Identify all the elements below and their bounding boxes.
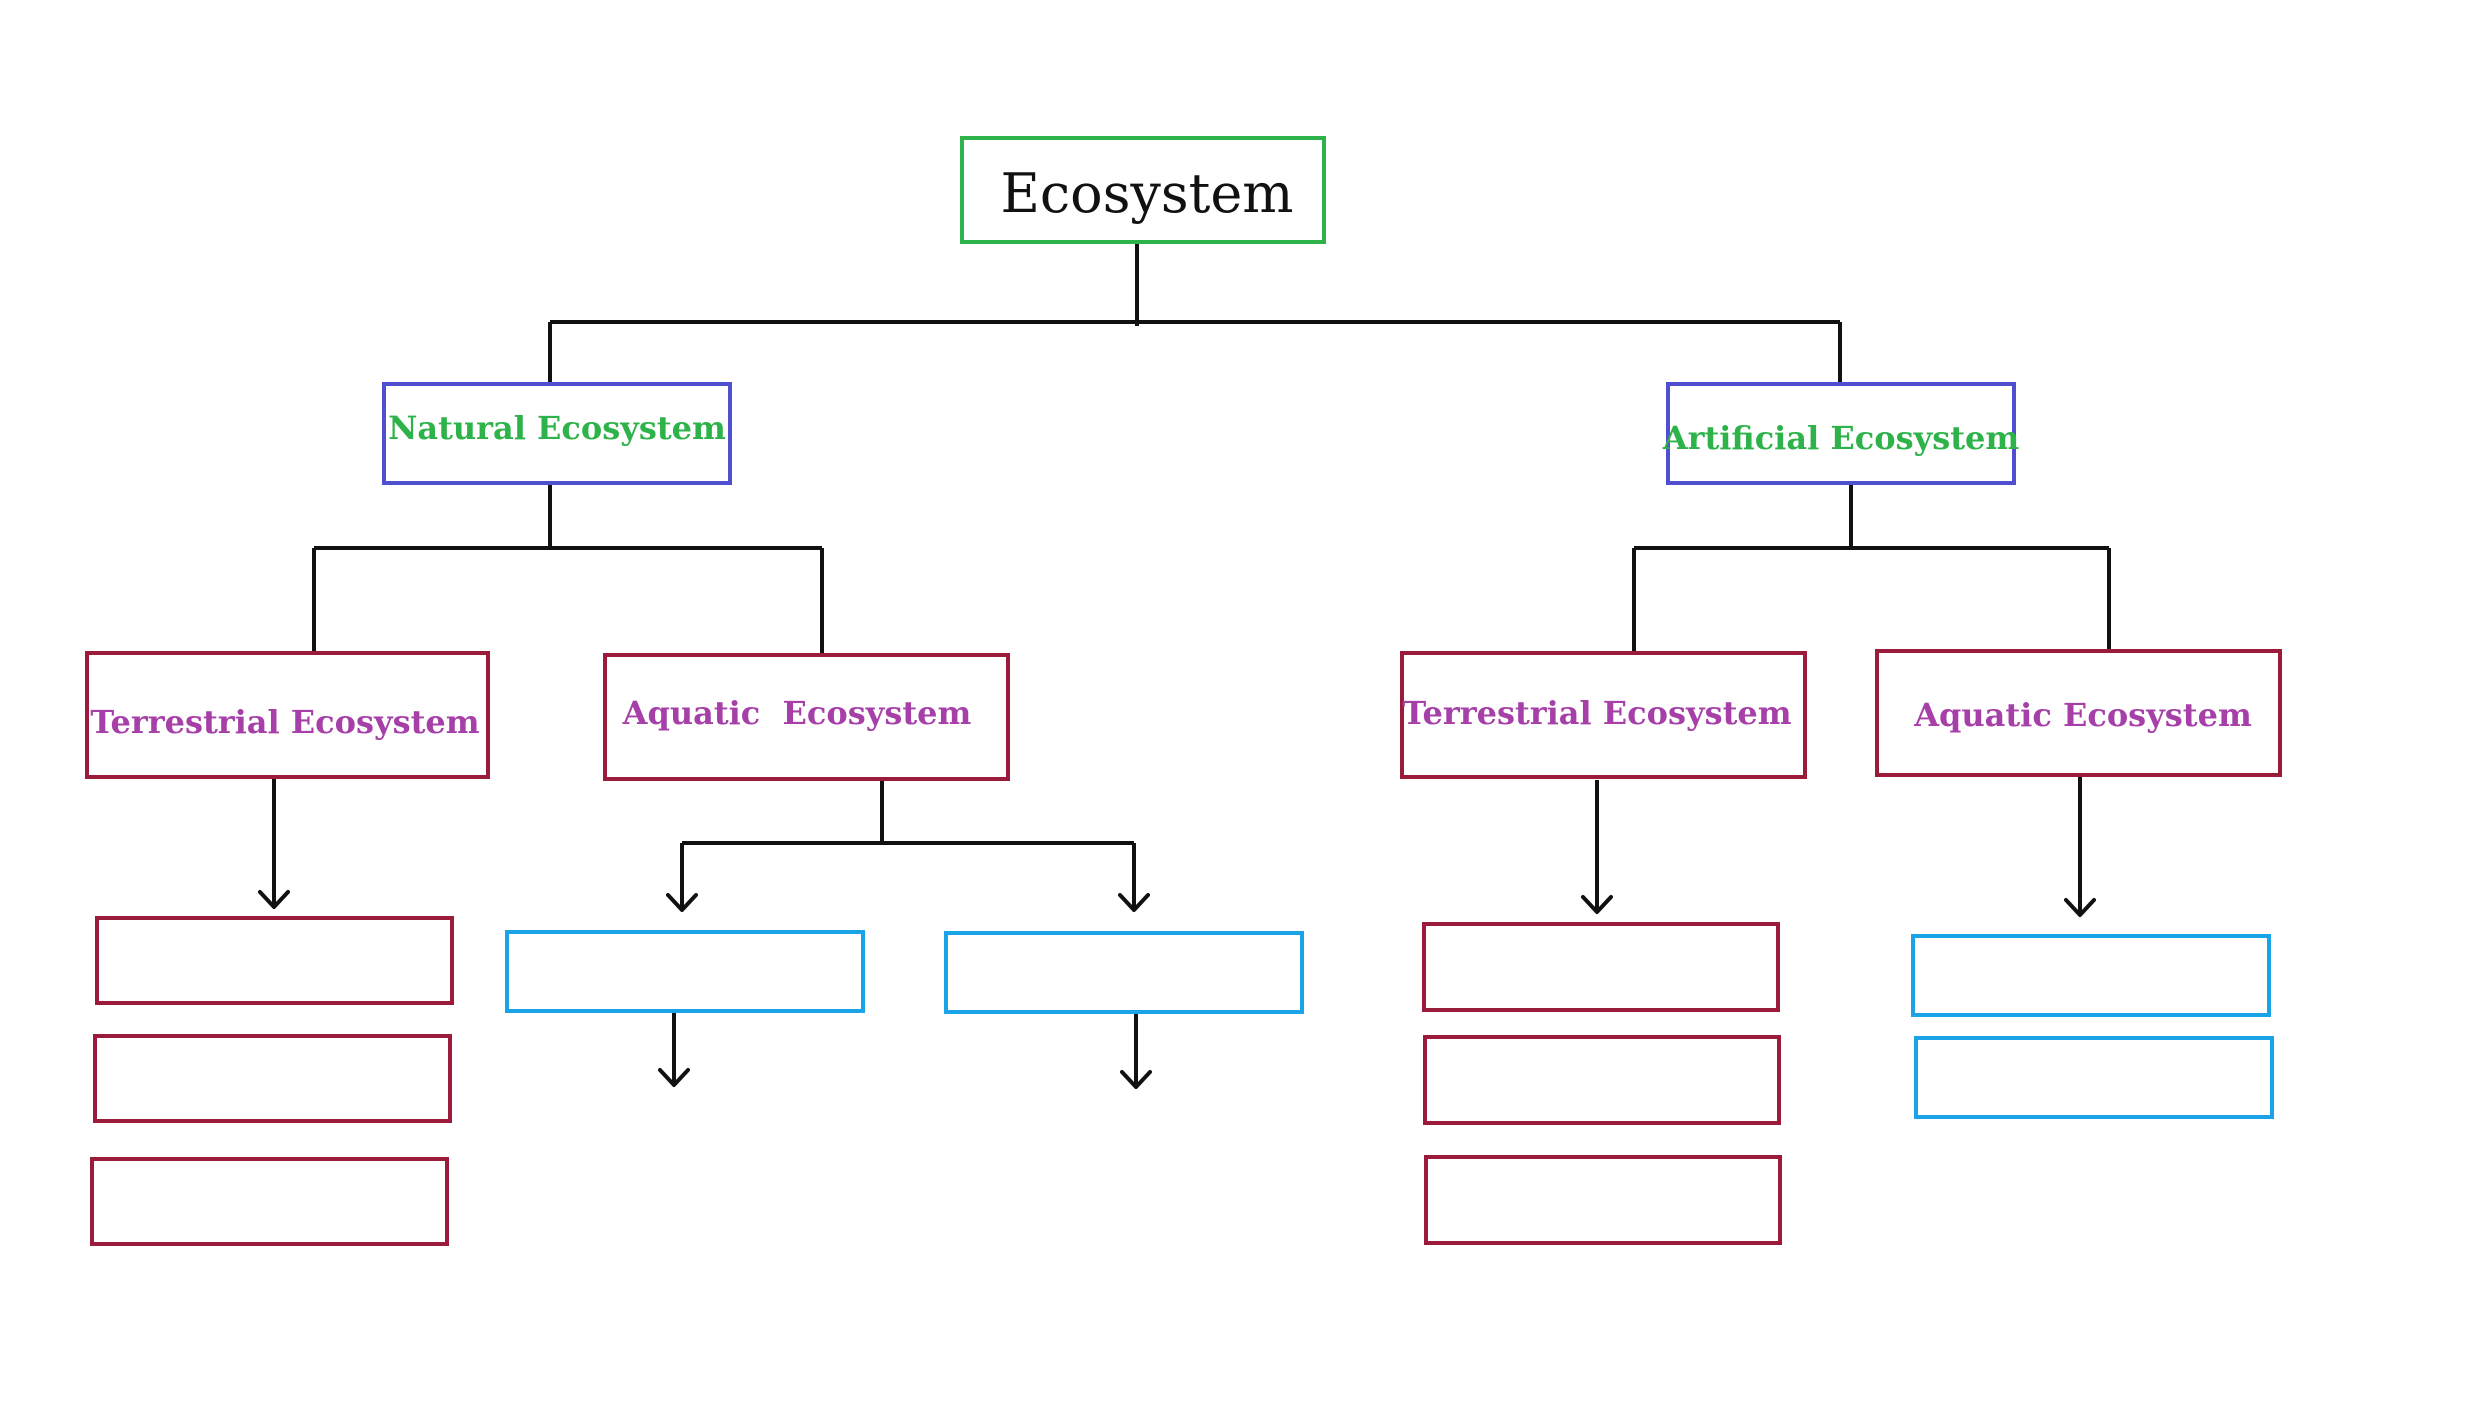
empty-box [944,931,1304,1014]
empty-box [1914,1036,2274,1119]
root-label: Ecosystem [1001,162,1294,225]
branch-artificial-label: Artificial Ecosystem [1662,419,2020,457]
artificial-aquatic-node: Aquatic Ecosystem [1875,649,2282,777]
natural-terrestrial-label: Terrestrial Ecosystem [90,703,479,741]
empty-box [95,916,454,1005]
arrow-artificial-aquatic [2064,777,2096,917]
natural-terrestrial-leaves [90,916,454,1246]
empty-box [90,1157,449,1246]
empty-box [505,930,865,1013]
branch-natural-label: Natural Ecosystem [388,409,726,447]
connectors-natural [312,483,824,655]
empty-box [1423,1035,1781,1125]
natural-aquatic-label: Aquatic Ecosystem [622,694,972,732]
artificial-aquatic-leaves [1911,934,2274,1119]
artificial-terrestrial-label: Terrestrial Ecosystem [1402,694,1791,732]
connectors-root [548,242,1842,386]
branch-artificial: Artificial Ecosystem [1662,382,2020,485]
branch-natural: Natural Ecosystem [382,382,732,485]
arrow-natural-terrestrial [258,778,290,909]
natural-aquatic-node: Aquatic Ecosystem [603,653,1010,781]
artificial-aquatic-label: Aquatic Ecosystem [1913,696,2252,734]
empty-box [1911,934,2271,1017]
root-node: Ecosystem [960,136,1326,244]
empty-box [1424,1155,1782,1245]
natural-terrestrial-node: Terrestrial Ecosystem [85,651,490,779]
empty-box [93,1034,452,1123]
artificial-terrestrial-node: Terrestrial Ecosystem [1400,651,1807,779]
arrow-artificial-terrestrial [1581,780,1613,914]
connectors-artificial [1632,483,2111,653]
natural-aquatic-leaves [505,930,1304,1014]
artificial-terrestrial-leaves [1422,922,1782,1245]
arrows-natural-aquatic [658,778,1152,1089]
empty-box [1422,922,1780,1012]
